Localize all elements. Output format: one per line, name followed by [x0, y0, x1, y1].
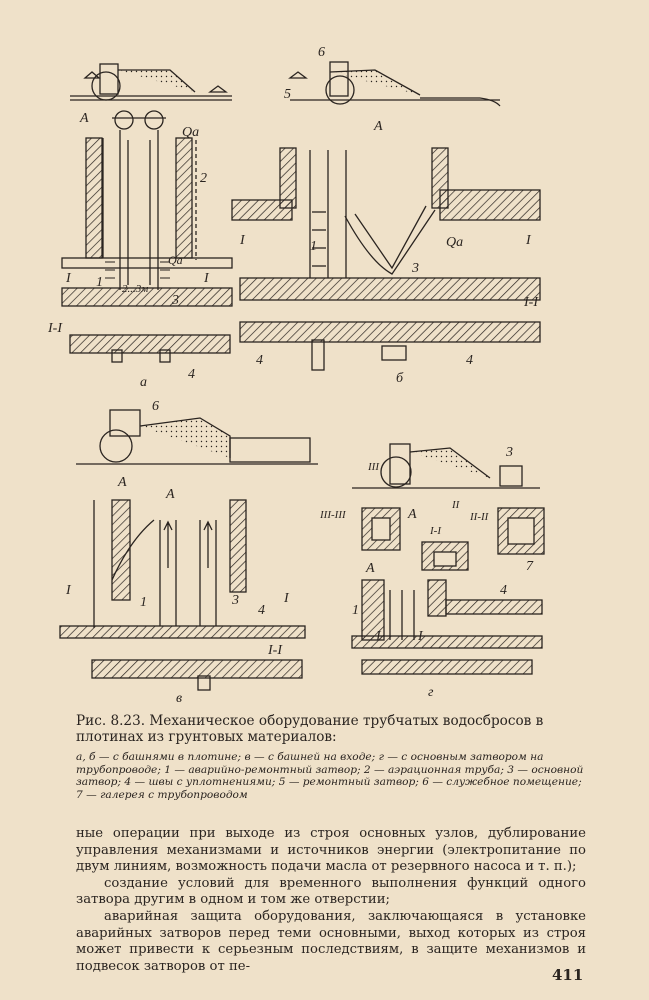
label-6b: 6 — [318, 45, 325, 60]
label-I3: I — [239, 233, 246, 248]
label-3b: 3 — [411, 261, 419, 276]
label-A3: А — [117, 475, 127, 490]
label-III-III: III-III — [319, 509, 347, 521]
label-2a: 2 — [200, 171, 207, 186]
label-4b2: 4 — [466, 353, 473, 368]
figure-labels: А Qa 2 I I 1 2...3м Qa 3 I-I 4 а 6 5 А I… — [47, 45, 539, 706]
label-I2: I — [203, 271, 210, 286]
label-I1: I — [65, 271, 72, 286]
label-II: II — [451, 499, 461, 511]
sketch-v-overview — [76, 409, 318, 465]
figure-legend: а, б — с башнями в плотине; в — с башней… — [76, 751, 584, 801]
label-I8: I — [417, 629, 424, 644]
label-I-I-v: I-I — [267, 643, 283, 658]
sketch-v-tower — [59, 499, 306, 691]
label-I7: I — [375, 629, 382, 644]
technical-figure: А Qa 2 I I 1 2...3м Qa 3 I-I 4 а 6 5 А I… — [47, 45, 545, 706]
label-A4: А — [165, 487, 175, 502]
paragraph-1: ные операции при выходе из строя основны… — [76, 826, 586, 875]
sketch-g-overview — [352, 443, 540, 489]
figure-caption: Рис. 8.23. Механическое оборудование тру… — [76, 713, 544, 745]
label-1g: 1 — [352, 603, 359, 618]
label-a: а — [140, 375, 147, 390]
label-b: б — [396, 371, 404, 386]
body-text: ные операции при выходе из строя основны… — [76, 826, 586, 975]
label-v: в — [176, 691, 182, 706]
sketch-a-tower — [61, 110, 233, 363]
label-7g: 7 — [526, 559, 534, 574]
label-I-I-b: I-I — [523, 295, 539, 310]
label-I4: I — [525, 233, 532, 248]
paragraph-2: создание условий для временного выполнен… — [76, 875, 586, 908]
label-Qa3: Qa — [446, 235, 463, 250]
label-4g: 4 — [500, 583, 507, 598]
label-5b: 5 — [284, 87, 291, 102]
label-III: III — [367, 461, 380, 473]
label-Qa1: Qa — [182, 125, 199, 140]
page-number: 411 — [552, 966, 584, 984]
label-I5: I — [65, 583, 72, 598]
label-1a: 1 — [96, 275, 103, 290]
label-4a: 4 — [188, 367, 195, 382]
label-6v: 6 — [152, 399, 159, 414]
sketch-g-sections — [361, 507, 545, 571]
label-A5: А — [407, 507, 417, 522]
label-I6: I — [283, 591, 290, 606]
label-Qa2: Qa — [168, 253, 183, 267]
label-A6: А — [365, 561, 375, 576]
label-A1: А — [79, 111, 89, 126]
label-4b1: 4 — [256, 353, 263, 368]
paragraph-3: аварийная защита оборудования, заключающ… — [76, 908, 586, 974]
sketch-g-detail — [351, 579, 543, 675]
sketch-b-tower — [231, 147, 541, 371]
label-3v: 3 — [231, 593, 239, 608]
label-3g: 3 — [505, 445, 513, 460]
label-I-I-g: I-I — [429, 525, 442, 537]
label-3a: 3 — [171, 293, 179, 308]
label-g: г — [428, 685, 434, 700]
label-1b: 1 — [310, 239, 317, 254]
sketch-b-overview — [288, 61, 501, 107]
label-A2: А — [373, 119, 383, 134]
label-I-I-a: I-I — [47, 321, 63, 336]
label-4v: 4 — [258, 603, 265, 618]
label-II-II: II-II — [469, 511, 490, 523]
label-1v: 1 — [140, 595, 147, 610]
sketch-a-overview — [70, 63, 232, 101]
label-dim: 2...3м — [122, 283, 148, 295]
